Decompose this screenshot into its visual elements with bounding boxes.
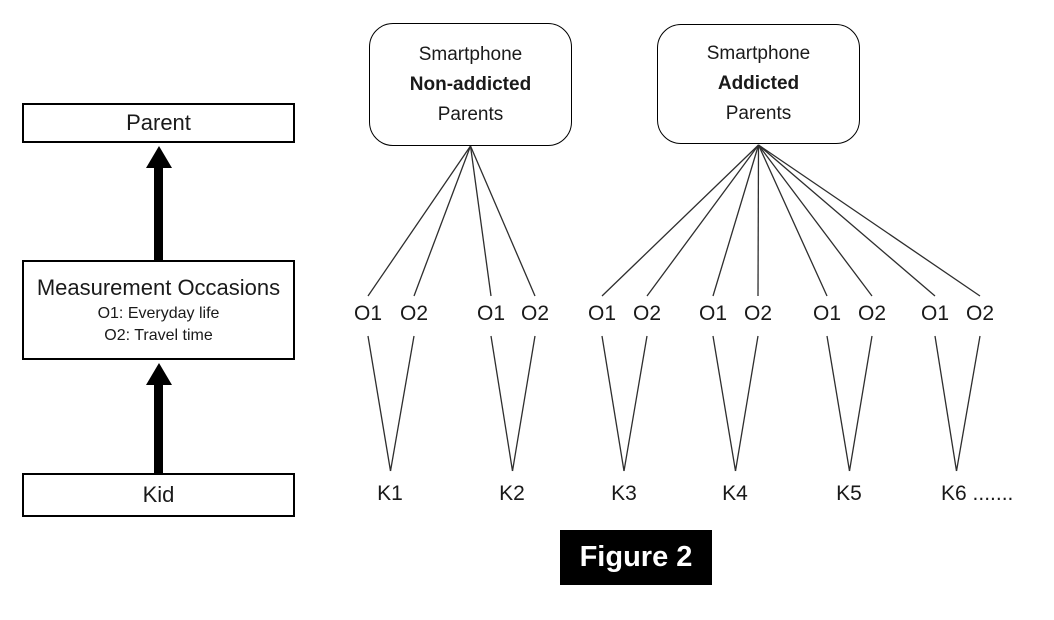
fan-line <box>757 144 873 297</box>
v-line <box>623 335 648 472</box>
measurement-occasions-box: Measurement Occasions O1: Everyday life … <box>22 260 295 360</box>
occasion-label-k6-o1: O1 <box>920 302 949 325</box>
up-arrow-head-top <box>145 146 172 168</box>
group-line-3: Parents <box>437 103 504 125</box>
v-line <box>367 335 392 472</box>
kid-label-k2: K2 <box>499 482 525 505</box>
group-box-addicted-parents: Smartphone Addicted Parents <box>657 24 860 144</box>
group-line-1: Smartphone <box>706 43 811 64</box>
fan-line <box>712 144 760 297</box>
occasion-label-k1-o1: O1 <box>353 302 382 325</box>
up-arrow-shaft-top <box>154 165 163 261</box>
fan-line <box>601 144 759 297</box>
fan-line <box>757 144 828 297</box>
occasion-2-definition: O2: Travel time <box>104 327 213 344</box>
occasion-label-k4-o1: O1 <box>698 302 727 325</box>
v-line <box>712 335 737 472</box>
group-box-non-addicted-parents: Smartphone Non-addicted Parents <box>369 23 572 146</box>
up-arrow-shaft-bottom <box>154 382 163 474</box>
kid-label-k4: K4 <box>722 482 748 505</box>
fan-line <box>469 145 536 297</box>
fan-line <box>758 144 936 297</box>
up-arrow-head-bottom <box>145 363 172 385</box>
group-line-3: Parents <box>725 103 792 124</box>
figure-caption: Figure 2 <box>560 530 712 585</box>
v-line <box>389 335 415 472</box>
occasion-label-k2-o2: O2 <box>520 302 549 325</box>
occasion-label-k3-o1: O1 <box>587 302 616 325</box>
fan-line <box>757 144 760 297</box>
v-line <box>490 335 514 472</box>
occasion-label-k2-o1: O1 <box>476 302 505 325</box>
kid-label-k1: K1 <box>377 482 403 505</box>
parent-box: Parent <box>22 103 295 143</box>
kid-label-k3: K3 <box>611 482 637 505</box>
occasion-label-k5-o2: O2 <box>857 302 886 325</box>
measurement-occasions-title: Measurement Occasions <box>36 275 281 300</box>
occasion-label-k4-o2: O2 <box>743 302 772 325</box>
kid-box-label: Kid <box>142 482 175 507</box>
parent-box-label: Parent <box>126 110 191 135</box>
v-line <box>511 335 536 472</box>
group-line-2: Non-addicted <box>409 73 532 95</box>
v-line <box>601 335 625 472</box>
fan-line <box>758 144 981 297</box>
fan-line <box>469 145 492 297</box>
fan-line <box>646 144 760 297</box>
kid-label-k5: K5 <box>836 482 862 505</box>
v-line <box>934 335 958 472</box>
group-line-1: Smartphone <box>418 43 523 65</box>
fan-line <box>367 145 472 297</box>
occasion-label-k6-o2: O2 <box>965 302 994 325</box>
v-line <box>826 335 851 472</box>
occasion-label-k5-o1: O1 <box>812 302 841 325</box>
occasion-label-k3-o2: O2 <box>632 302 661 325</box>
kid-box: Kid <box>22 473 295 517</box>
kid-label-k6: K6 ....... <box>941 482 1014 505</box>
v-line <box>848 335 873 472</box>
group-line-2: Addicted <box>717 73 800 94</box>
occasion-1-definition: O1: Everyday life <box>97 305 220 322</box>
fan-line <box>413 145 472 297</box>
figure-caption-text: Figure 2 <box>579 541 693 573</box>
v-line <box>955 335 981 472</box>
v-line <box>734 335 759 472</box>
occasion-label-k1-o2: O2 <box>399 302 428 325</box>
